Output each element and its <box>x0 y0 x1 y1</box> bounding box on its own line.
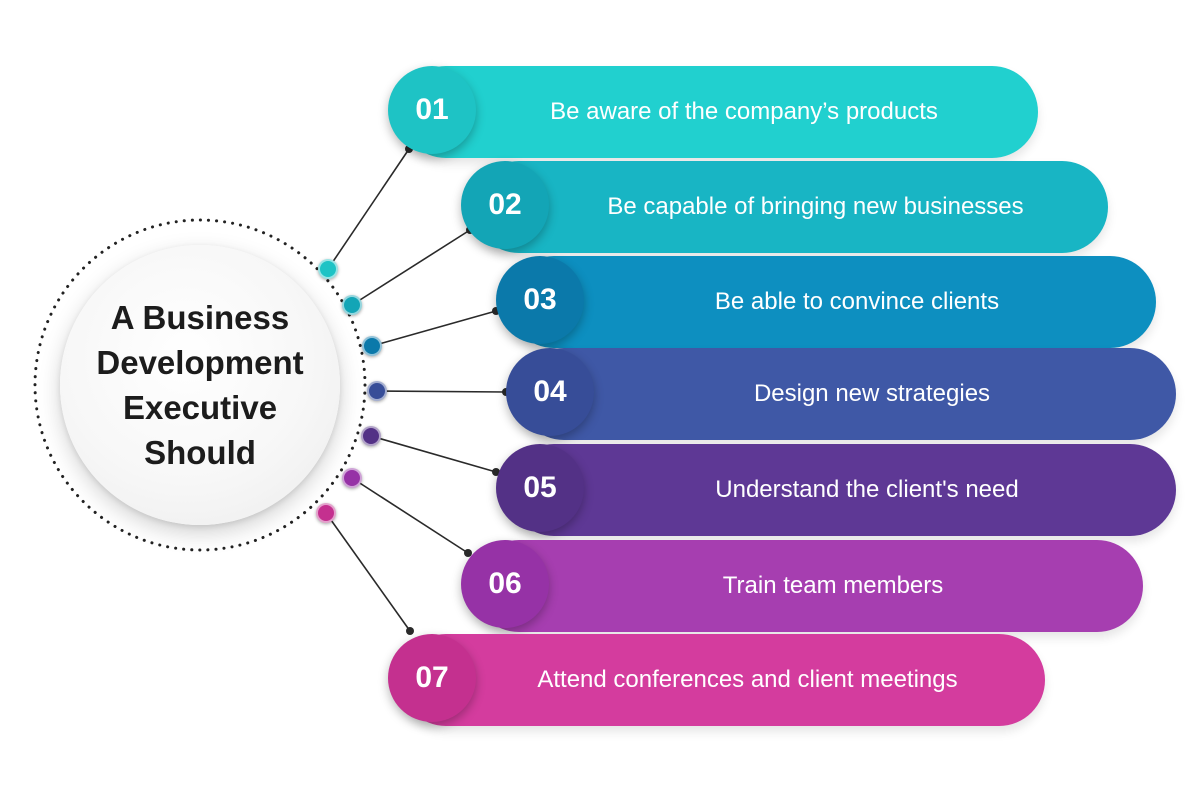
item-number: 07 <box>415 661 449 694</box>
item-text: Be aware of the company’s products <box>550 98 938 125</box>
item-pill-02: Be capable of bringing new businesses <box>473 161 1108 253</box>
item-number: 01 <box>415 93 449 126</box>
connector-node <box>318 259 338 279</box>
item-text: Train team members <box>722 572 944 599</box>
hub-title-line: Development <box>96 344 304 381</box>
item-badge-01: 01 <box>388 66 476 154</box>
item-text: Be able to convince clients <box>714 288 1000 315</box>
connector-line <box>371 310 497 347</box>
connector-node <box>362 336 382 356</box>
item-number: 04 <box>533 375 567 408</box>
item-number: 03 <box>523 283 557 316</box>
item-text: Understand the client's need <box>715 476 1019 503</box>
item-number: 06 <box>488 567 522 600</box>
item-text: Design new strategies <box>753 380 991 407</box>
item-text: Attend conferences and client meetings <box>537 666 958 693</box>
connector-node <box>316 503 336 523</box>
item-number: 05 <box>523 471 557 504</box>
connector-node <box>342 468 362 488</box>
connector-line <box>327 148 410 270</box>
hub-title: A Business Development Executive Should <box>70 295 330 475</box>
item-text: Be capable of bringing new businesses <box>607 193 1024 220</box>
item-pill-06: Train team members <box>473 540 1143 632</box>
item-badge-07: 07 <box>388 634 476 722</box>
item-pill-07: Attend conferences and client meetings <box>400 634 1045 726</box>
item-number: 02 <box>488 188 522 221</box>
connector-end-dot <box>406 627 414 635</box>
hub-title-line: Should <box>144 434 256 471</box>
connector-line <box>325 512 411 632</box>
connector-line <box>370 435 497 473</box>
connector-node <box>361 426 381 446</box>
connector-line <box>351 229 471 306</box>
hub-title-line: A Business <box>110 299 290 336</box>
item-badge-02: 02 <box>461 161 549 249</box>
hub-title-line: Executive <box>122 389 278 426</box>
item-badge-03: 03 <box>496 256 584 344</box>
connector-line <box>351 477 469 554</box>
item-badge-05: 05 <box>496 444 584 532</box>
connector-node <box>342 295 362 315</box>
item-pill-03: Be able to convince clients <box>508 256 1156 348</box>
item-pill-01: Be aware of the company’s products <box>400 66 1038 158</box>
connector-node <box>367 381 387 401</box>
connector-line <box>376 390 507 393</box>
hub-circle: A Business Development Executive Should <box>60 245 340 525</box>
item-pill-05: Understand the client's need <box>508 444 1176 536</box>
hub-dotted-ring <box>33 218 367 552</box>
connector-end-dot <box>464 549 472 557</box>
item-badge-04: 04 <box>506 348 594 436</box>
item-badge-06: 06 <box>461 540 549 628</box>
item-pill-04: Design new strategies <box>518 348 1176 440</box>
